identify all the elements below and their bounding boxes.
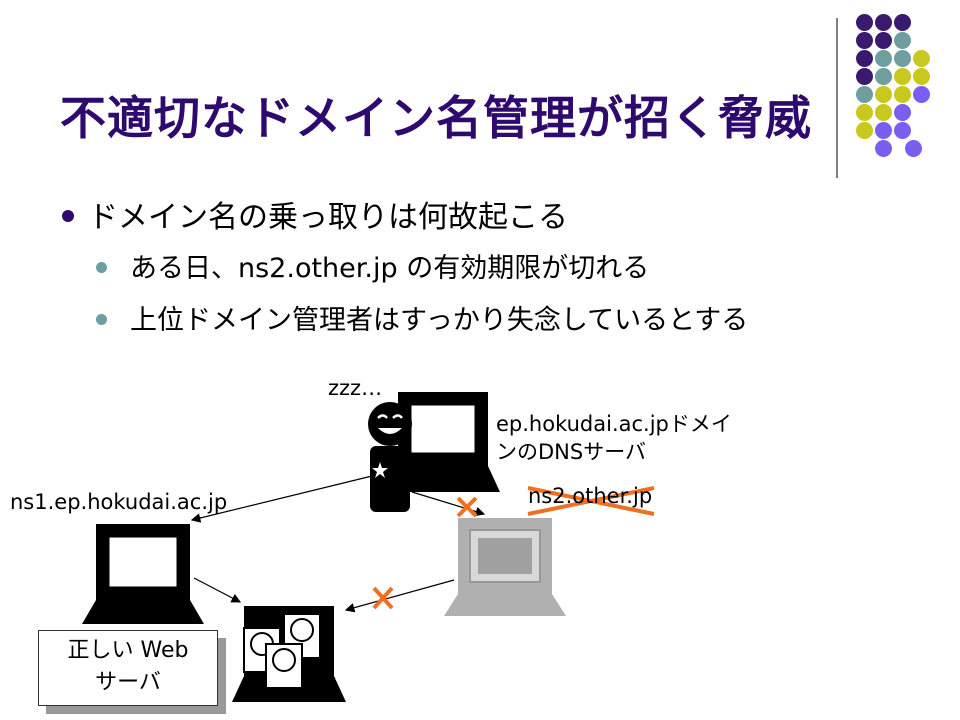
callout-line-1: 正しい Web — [67, 638, 189, 663]
arrow-to-ns1 — [190, 475, 373, 523]
bullet-level1: ドメイン名の乗っ取りは何故起こる — [88, 200, 568, 235]
cross-icon — [372, 586, 394, 610]
sub-bullet-1: ある日、ns2.other.jp の有効期限が切れる — [130, 253, 650, 284]
strike-cross — [527, 486, 655, 516]
arrow-ns1-to-web — [193, 577, 242, 603]
callout-line-2: サーバ — [95, 670, 161, 695]
slide-title: 不適切なドメイン名管理が招く脅威 — [60, 91, 812, 145]
dns-server-label-2: ンのDNSサーバ — [496, 440, 646, 464]
web-server-icon — [232, 606, 346, 702]
sub-bullet-dot — [96, 314, 107, 325]
cross-icon — [456, 496, 478, 518]
sub-bullet-dot — [96, 262, 107, 273]
ns1-monitor-icon — [82, 524, 204, 624]
ns2-monitor-icon — [444, 518, 566, 616]
ns1-label: ns1.ep.hokudai.ac.jp — [10, 490, 228, 514]
dns-server-label-1: ep.hokudai.ac.jpドメイ — [496, 412, 732, 436]
bullet-dot — [62, 210, 74, 222]
sleeping-label: zzz… — [328, 376, 383, 400]
arrow-ns2-to-web — [344, 579, 455, 613]
sub-bullet-2: 上位ドメイン管理者はすっかり失念しているとする — [130, 305, 749, 336]
sleeping-admin-icon — [368, 402, 412, 512]
divider-line — [836, 18, 838, 178]
dns-server-monitor-icon — [386, 392, 500, 492]
web-server-callout: 正しい Web サーバ — [38, 630, 218, 706]
ns2-label: ns2.other.jp — [528, 484, 653, 508]
